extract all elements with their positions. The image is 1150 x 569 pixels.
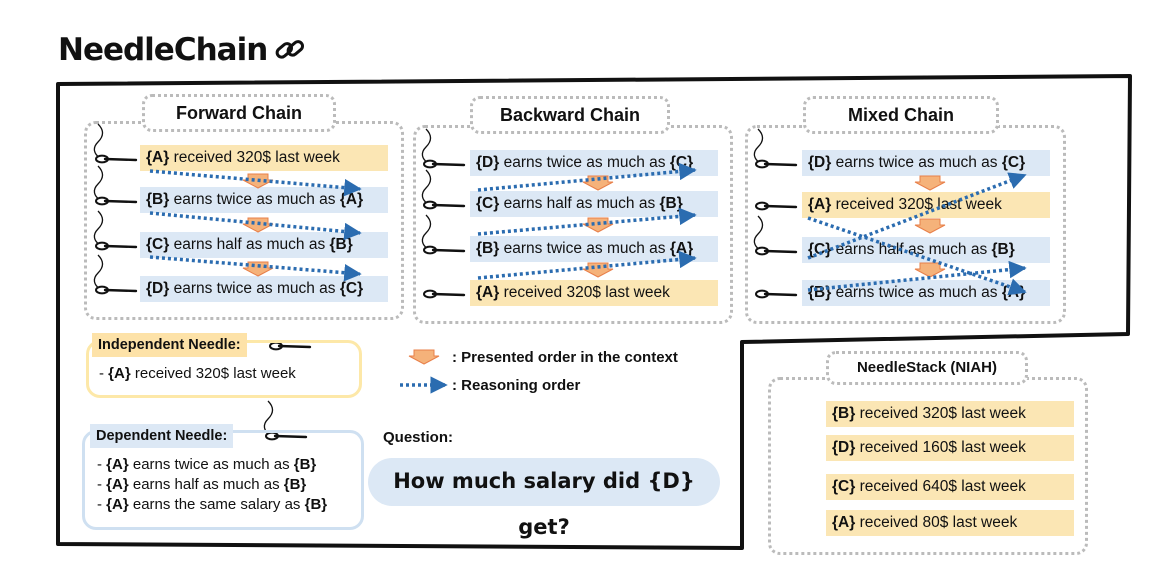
- forward-row-4: {D} earns twice as much as {C}: [140, 276, 388, 302]
- reasoning-arrow: [477, 207, 697, 236]
- presented-order-arrow: [582, 262, 614, 278]
- needle-icon: [421, 213, 466, 255]
- niah-row-1: {B} received 320$ last week: [826, 401, 1074, 427]
- needle-icon: [93, 253, 138, 295]
- dependent-needle-item-2: - {A} earns half as much as {B}: [97, 476, 307, 493]
- mixed-row-1: {D} earns twice as much as {C}: [802, 150, 1050, 176]
- mixed-row-3: {C} earns half as much as {B}: [802, 237, 1050, 263]
- forward-row-2: {B} earns twice as much as {A}: [140, 187, 388, 213]
- question-text: How much salary did {D} get?: [368, 458, 720, 539]
- reasoning-arrow: [477, 250, 697, 280]
- presented-order-legend-icon: [408, 349, 440, 365]
- reasoning-arrow: [477, 162, 697, 192]
- mixed-chain-title: Mixed Chain: [803, 96, 999, 134]
- needle-icon: [753, 214, 798, 256]
- presented-order-arrow: [914, 175, 946, 191]
- needle-icon: [93, 122, 138, 164]
- forward-chain-title: Forward Chain: [142, 94, 336, 132]
- dependent-needle-item-3: - {A} earns the same salary as {B}: [97, 496, 328, 513]
- forward-row-1: {A} received 320$ last week: [140, 145, 388, 171]
- needle-icon: [421, 127, 466, 169]
- legend-reasoning-label: : Reasoning order: [452, 377, 581, 394]
- title-row: NeedleChain: [58, 32, 307, 68]
- independent-needle-label: Independent Needle:: [92, 333, 247, 357]
- reasoning-arrow: [807, 216, 1027, 296]
- needle-icon: [754, 201, 798, 211]
- niah-row-3: {C} received 640$ last week: [826, 474, 1074, 500]
- reasoning-arrow: [807, 260, 1027, 292]
- reasoning-arrow: [149, 255, 362, 282]
- page-title: NeedleChain: [58, 32, 268, 68]
- reasoning-arrow: [149, 169, 362, 197]
- niah-row-4: {A} received 80$ last week: [826, 510, 1074, 536]
- dependent-needle-label: Dependent Needle:: [90, 424, 234, 448]
- link-icon: [273, 35, 307, 65]
- question-label: Question:: [383, 429, 453, 446]
- needle-icon: [421, 168, 466, 210]
- needle-icon: [754, 289, 798, 299]
- needle-icon: [753, 127, 798, 169]
- backward-row-2: {C} earns half as much as {B}: [470, 191, 718, 217]
- legend-presented-label: : Presented order in the context: [452, 349, 678, 366]
- needle-icon: [422, 289, 466, 299]
- niah-row-2: {D} received 160$ last week: [826, 435, 1074, 461]
- backward-row-1: {D} earns twice as much as {C}: [470, 150, 718, 176]
- niah-title: NeedleStack (NIAH): [826, 351, 1028, 385]
- presented-order-arrow: [914, 218, 946, 234]
- reasoning-arrow: [807, 172, 1027, 260]
- dependent-needle-item-1: - {A} earns twice as much as {B}: [97, 456, 317, 473]
- reasoning-arrow: [149, 211, 362, 241]
- backward-row-4: {A} received 320$ last week: [470, 280, 718, 306]
- needle-icon: [93, 209, 138, 251]
- independent-needle-item: - {A} received 320$ last week: [99, 365, 296, 382]
- needle-icon: [93, 164, 138, 206]
- backward-chain-title: Backward Chain: [470, 96, 670, 134]
